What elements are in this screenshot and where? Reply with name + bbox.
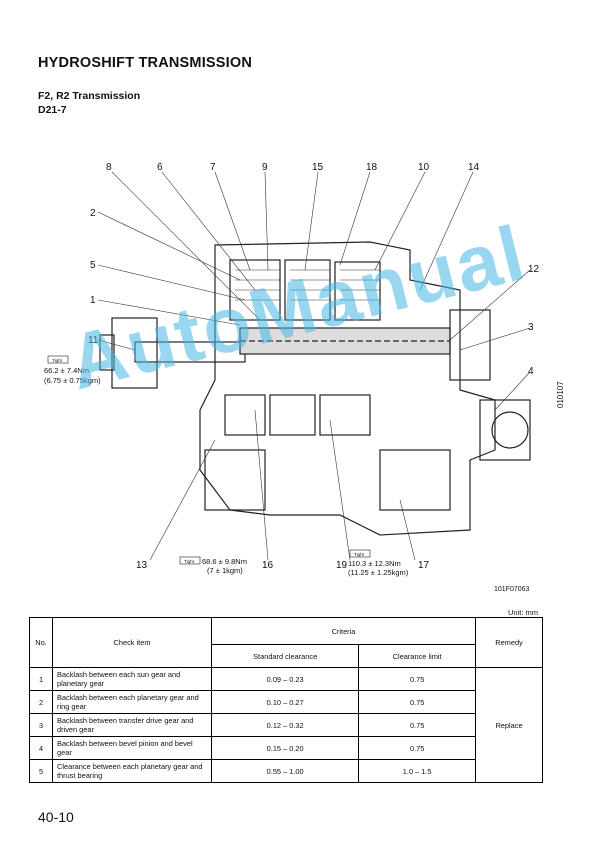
row-check-item: Clearance between each planetary gear an… [52, 759, 212, 783]
callout-16: 16 [262, 560, 274, 571]
table-row: 2 Backlash between each planetary gear a… [29, 690, 543, 714]
callout-14: 14 [468, 162, 480, 173]
callout-13: 13 [136, 560, 148, 571]
header-standard-clearance: Standard clearance [210, 644, 360, 668]
header-check-item: Check item [52, 617, 212, 668]
row-standard: 0.55 – 1.00 [210, 759, 360, 783]
figure-code: 101F07063 [494, 586, 530, 593]
callout-7: 7 [210, 162, 216, 173]
torque-spec-3-nm: 110.3 ± 12.3Nm [348, 559, 401, 568]
callout-3: 3 [528, 322, 534, 333]
row-no: 5 [29, 759, 53, 783]
row-limit: 0.75 [358, 690, 476, 714]
row-limit: 1.0 – 1.5 [358, 759, 476, 783]
torque-wrench-icon [349, 549, 371, 558]
transmission-cross-section-diagram: 8 6 7 9 15 18 10 14 2 5 1 11 12 3 4 13 1… [44, 162, 540, 577]
row-check-item: Backlash between bevel pinion and bevel … [52, 736, 212, 760]
page-number: 40-10 [38, 809, 74, 825]
callout-5: 5 [90, 260, 96, 271]
section-subtitle: F2, R2 Transmission [38, 90, 141, 102]
row-check-item: Backlash between transfer drive gear and… [52, 713, 212, 737]
callout-11: 11 [88, 335, 99, 346]
callout-17: 17 [418, 560, 430, 571]
page-title: HYDROSHIFT TRANSMISSION [38, 55, 253, 71]
callout-12: 12 [528, 264, 540, 275]
callout-1: 1 [90, 295, 96, 306]
torque-spec-2-nm: 68.6 ± 9.8Nm [202, 557, 247, 566]
callout-2: 2 [90, 208, 96, 219]
row-no: 3 [29, 713, 53, 737]
row-limit: 0.75 [358, 736, 476, 760]
table-row: 3 Backlash between transfer drive gear a… [29, 713, 543, 737]
callout-18: 18 [366, 162, 378, 173]
header-no: No. [29, 617, 53, 668]
torque-icon-label-2: Tight [184, 559, 195, 564]
row-check-item: Backlash between each sun gear and plane… [52, 667, 212, 691]
row-no: 4 [29, 736, 53, 760]
check-criteria-table: No. Check item Criteria Remedy Standard … [29, 617, 543, 783]
torque-icon-label-1: Tight [52, 358, 63, 363]
row-limit: 0.75 [358, 667, 476, 691]
table-row: 5 Clearance between each planetary gear … [29, 759, 543, 783]
row-no: 1 [29, 667, 53, 691]
torque-wrench-icon [179, 556, 201, 565]
row-limit: 0.75 [358, 713, 476, 737]
callout-4: 4 [528, 366, 534, 377]
header-clearance-limit: Clearance limit [358, 644, 476, 668]
unit-label: Unit: mm [508, 608, 538, 617]
callout-6: 6 [157, 162, 163, 173]
table-row: 1 Backlash between each sun gear and pla… [29, 667, 543, 783]
row-check-item: Backlash between each planetary gear and… [52, 690, 212, 714]
table-row: 4 Backlash between bevel pinion and beve… [29, 736, 543, 760]
callout-15: 15 [312, 162, 324, 173]
row-standard: 0.09 – 0.23 [210, 667, 360, 691]
remedy-cell: Replace [475, 667, 543, 783]
row-no: 2 [29, 690, 53, 714]
torque-spec-3-kgm: (11.25 ± 1.25kgm) [348, 568, 409, 577]
torque-icon-label-3: Tight [354, 552, 365, 557]
torque-spec-2-kgm: (7 ± 1kgm) [207, 566, 243, 575]
header-remedy: Remedy [475, 617, 543, 668]
callout-9: 9 [262, 162, 268, 173]
side-reference-code: 010107 [556, 381, 565, 408]
callout-8: 8 [106, 162, 112, 173]
torque-wrench-icon [47, 355, 69, 364]
torque-spec-1-nm: 66.2 ± 7.4Nm [44, 366, 89, 375]
row-standard: 0.12 – 0.32 [210, 713, 360, 737]
header-criteria: Criteria [211, 617, 476, 645]
row-standard: 0.10 – 0.27 [210, 690, 360, 714]
row-standard: 0.15 – 0.20 [210, 736, 360, 760]
callout-10: 10 [418, 162, 430, 173]
callout-19: 19 [336, 560, 348, 571]
torque-spec-1-kgm: (6.75 ± 0.75kgm) [44, 376, 101, 385]
model-code: D21-7 [38, 104, 67, 116]
